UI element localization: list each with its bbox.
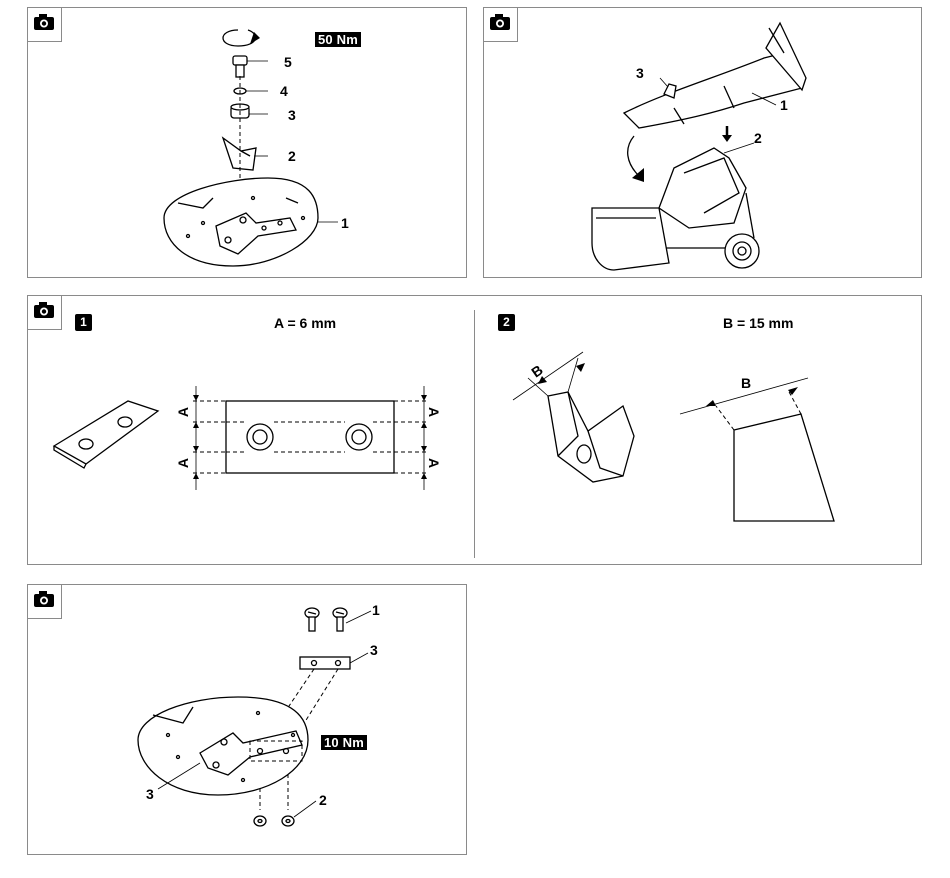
- blade-disk-fastening-drawing: [28, 585, 468, 856]
- panel-blade-assembly: 50 Nm 5 4 3 2: [27, 7, 467, 278]
- callout-3: 3: [370, 643, 378, 657]
- callout-2: 2: [288, 149, 296, 163]
- callout-5: 5: [284, 55, 292, 69]
- wear-limits-drawing: [28, 296, 923, 566]
- callout-1: 1: [341, 216, 349, 230]
- callout-2: 2: [754, 131, 762, 145]
- callout-3: 3: [146, 787, 154, 801]
- callout-1: 1: [780, 98, 788, 112]
- dim-letter-b: B: [741, 376, 751, 390]
- dim-letter-a: A: [427, 458, 441, 468]
- panel-wear-limits: 1 A = 6 mm 2 B = 15 mm: [27, 295, 922, 565]
- callout-4: 4: [280, 84, 288, 98]
- dim-letter-a: A: [176, 407, 190, 417]
- blade-assembly-drawing: [28, 8, 468, 279]
- dim-letter-a: A: [176, 458, 190, 468]
- hopper-mount-drawing: [484, 8, 923, 279]
- callout-3: 3: [636, 66, 644, 80]
- callout-2: 2: [319, 793, 327, 807]
- callout-1: 1: [372, 603, 380, 617]
- panel-blade-disk-fastening: 10 Nm: [27, 584, 467, 855]
- dim-letter-a: A: [427, 407, 441, 417]
- panel-hopper-mount: 3 1 2: [483, 7, 922, 278]
- callout-3: 3: [288, 108, 296, 122]
